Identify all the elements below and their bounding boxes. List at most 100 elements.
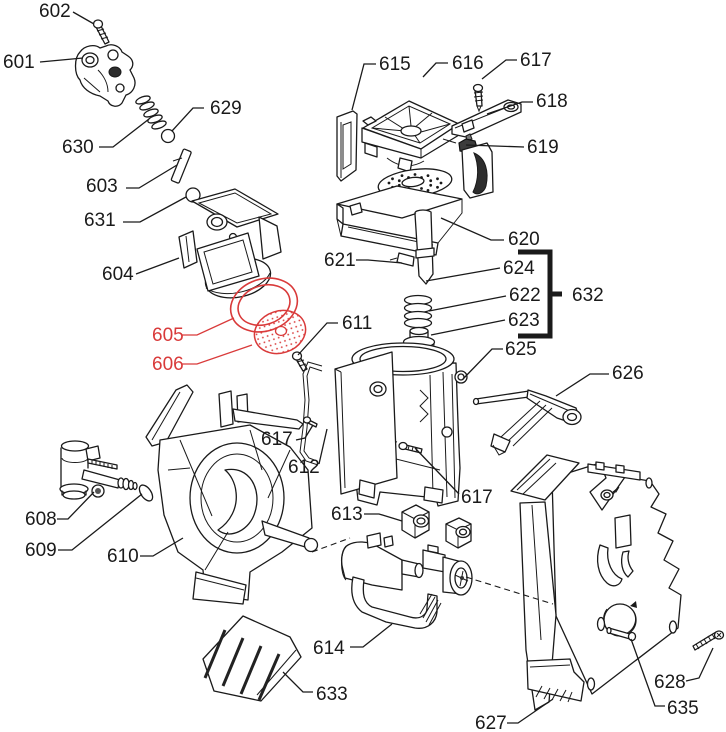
callout-615: 615 bbox=[379, 54, 411, 75]
callout-628: 628 bbox=[654, 672, 686, 693]
part-611-screw bbox=[291, 351, 308, 372]
callout-626: 626 bbox=[612, 363, 644, 384]
callout-627: 627 bbox=[475, 713, 507, 732]
callout-leader-605 bbox=[182, 317, 235, 336]
callout-611: 611 bbox=[342, 313, 372, 334]
part-604-holder bbox=[178, 188, 282, 299]
callout-619: 619 bbox=[527, 137, 559, 158]
callout-leader-635 bbox=[630, 638, 665, 707]
callout-622: 622 bbox=[509, 285, 541, 306]
callout-leader-601 bbox=[39, 57, 84, 63]
part-609-oring bbox=[138, 484, 154, 502]
part-615-bracket bbox=[336, 110, 358, 182]
callout-leader-625 bbox=[462, 348, 503, 380]
callout-610: 610 bbox=[107, 546, 139, 567]
callout-leader-618 bbox=[486, 101, 533, 115]
callout-617: 617 bbox=[261, 429, 293, 450]
callout-leader-631 bbox=[123, 196, 187, 223]
callout-633: 633 bbox=[316, 684, 348, 705]
part-617-screw-left bbox=[302, 416, 318, 428]
part-625-brew-group bbox=[334, 342, 468, 507]
callout-632: 632 bbox=[572, 285, 604, 306]
callout-606: 606 bbox=[152, 354, 184, 375]
callout-617: 617 bbox=[461, 487, 493, 508]
callout-630: 630 bbox=[62, 137, 94, 158]
callout-624: 624 bbox=[503, 258, 535, 279]
callout-leader-619 bbox=[465, 144, 525, 148]
callout-leader-621 bbox=[356, 259, 403, 264]
callout-leader-612 bbox=[318, 428, 328, 465]
callout-leader-615 bbox=[351, 63, 376, 111]
callout-621: 621 bbox=[324, 250, 356, 271]
part-602-screw bbox=[92, 19, 110, 45]
callout-leader-614 bbox=[350, 623, 393, 648]
callout-609: 609 bbox=[25, 540, 57, 561]
callout-601: 601 bbox=[3, 52, 35, 73]
part-629-ball bbox=[160, 128, 176, 144]
callout-leader-602 bbox=[72, 11, 95, 25]
callout-leader-630 bbox=[99, 118, 150, 148]
callout-602: 602 bbox=[39, 1, 71, 22]
callout-623: 623 bbox=[508, 310, 540, 331]
part-617-screw-top bbox=[472, 83, 484, 113]
callout-leader-617 bbox=[481, 59, 517, 80]
callout-leader-623 bbox=[430, 319, 506, 336]
callout-631: 631 bbox=[84, 210, 116, 231]
callout-leader-626 bbox=[555, 373, 609, 397]
part-616-funnel bbox=[361, 100, 460, 173]
part-620-boot bbox=[461, 142, 494, 199]
callout-leader-609 bbox=[58, 493, 143, 551]
part-621-latch bbox=[389, 252, 415, 267]
part-613-bushings bbox=[401, 504, 472, 549]
callout-604: 604 bbox=[102, 264, 134, 285]
callout-leader-616 bbox=[422, 62, 448, 78]
callout-leader-624 bbox=[425, 267, 501, 282]
callout-leader-622 bbox=[428, 295, 507, 312]
callout-629: 629 bbox=[210, 98, 242, 119]
callout-635: 635 bbox=[667, 698, 699, 719]
callout-618: 618 bbox=[536, 91, 568, 112]
callout-603: 603 bbox=[86, 176, 118, 197]
part-601-bracket bbox=[74, 44, 136, 107]
callout-605: 605 bbox=[152, 325, 184, 346]
callout-leader-617 bbox=[414, 447, 460, 495]
callout-leader-604 bbox=[135, 257, 180, 275]
callout-617: 617 bbox=[520, 50, 552, 71]
part-603-pin bbox=[170, 148, 192, 184]
part-612-wire bbox=[299, 361, 323, 466]
part-614-motor bbox=[341, 532, 473, 629]
callout-leader-606 bbox=[182, 344, 253, 365]
part-620-frame bbox=[336, 185, 463, 256]
callout-leader-627 bbox=[507, 698, 554, 724]
callout-leader-611 bbox=[297, 322, 338, 356]
callout-612: 612 bbox=[288, 457, 320, 478]
callout-625: 625 bbox=[505, 339, 537, 360]
part-633-cover bbox=[202, 615, 302, 702]
part-627-side-panel bbox=[510, 454, 682, 711]
callout-leader-617 bbox=[295, 424, 314, 441]
part-606-shower-screen bbox=[253, 309, 307, 355]
callout-613: 613 bbox=[331, 504, 363, 525]
part-626-lever bbox=[472, 389, 582, 456]
callout-leader-610 bbox=[140, 537, 184, 557]
callout-614: 614 bbox=[313, 638, 345, 659]
callout-leader-629 bbox=[171, 107, 204, 132]
assembly-axis-lines bbox=[311, 537, 554, 605]
part-622-spring bbox=[403, 294, 433, 329]
callout-608: 608 bbox=[25, 509, 57, 530]
callout-leader-620 bbox=[440, 217, 504, 241]
part-624-shaft bbox=[414, 209, 435, 285]
callout-leader-628 bbox=[685, 647, 714, 682]
part-628-screw bbox=[692, 630, 725, 651]
callout-layer: 602 601 629 630 603 631 604 605 606 611 615 616 617 6… bbox=[3, 1, 714, 732]
callout-leader-613 bbox=[364, 513, 403, 522]
callout-leader-608 bbox=[57, 491, 95, 520]
part-618-arm bbox=[451, 99, 522, 138]
part-635-pin bbox=[606, 626, 637, 642]
callout-616: 616 bbox=[452, 53, 484, 74]
part-608-valve bbox=[59, 440, 138, 500]
part-610-frame bbox=[145, 384, 319, 605]
callout-leader-633 bbox=[282, 671, 313, 693]
part-630-spring bbox=[135, 95, 167, 130]
